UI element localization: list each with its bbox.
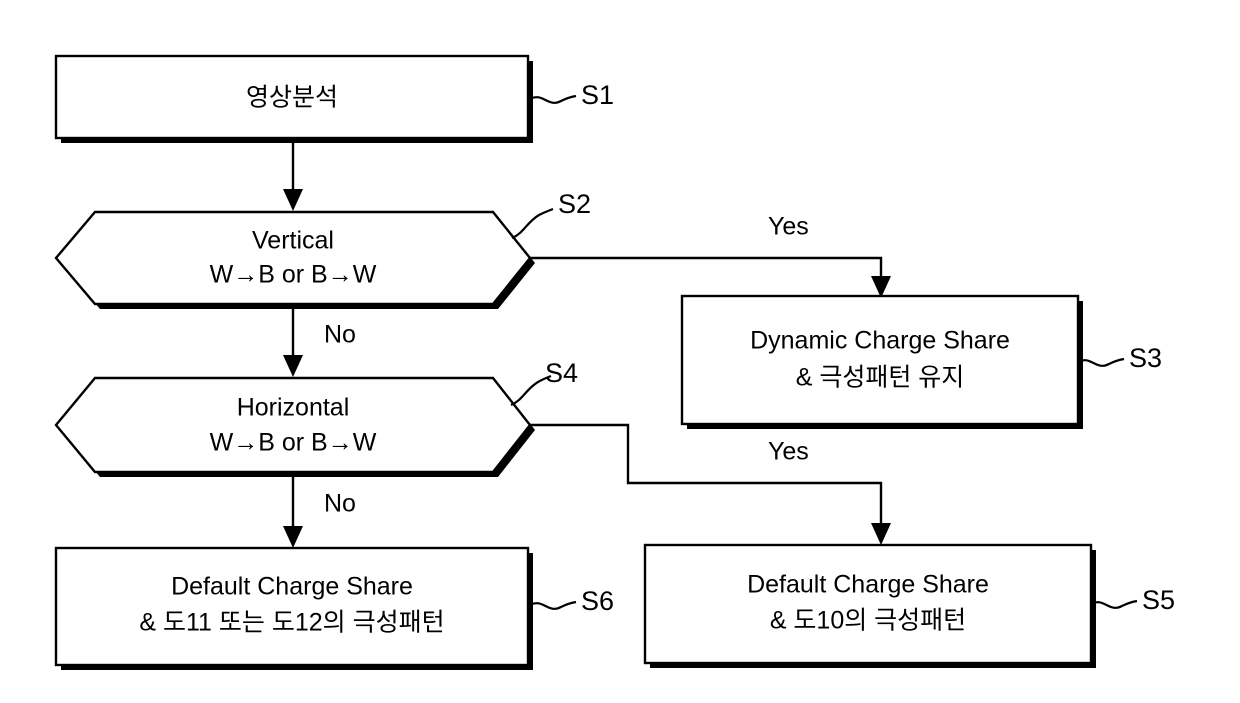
edge-s4-s6-label: No (324, 490, 356, 518)
ref-leader-s4: S4 (510, 358, 578, 407)
node-s4-label-line2: W→B or B→W (210, 429, 377, 457)
ref-leader-line-s3 (1077, 357, 1125, 367)
ref-label-s4: S4 (545, 358, 578, 388)
node-s2-hexagon (54, 210, 532, 306)
edge-s2-s3: Yes (530, 213, 891, 298)
ref-label-s6: S6 (581, 586, 614, 616)
node-s1-label-line1: 영상분석 (246, 84, 338, 112)
ref-leader-line-s6 (529, 600, 577, 610)
ref-leader-line-s1 (529, 94, 577, 104)
edge-s4-s5-arrowhead (871, 523, 891, 545)
ref-leader-s1: S1 (529, 80, 614, 110)
node-s6[interactable]: Default Charge Share & 도11 또는 도12의 극성패턴 (54, 546, 533, 670)
node-s3-box (680, 294, 1080, 426)
edge-s1-s2-arrowhead (283, 189, 303, 211)
ref-leader-s3: S3 (1077, 343, 1162, 373)
edge-s4-s6-arrowhead (283, 526, 303, 548)
node-s5-label-line2: & 도10의 극성패턴 (770, 607, 966, 635)
edge-s2-s3-arrowhead (871, 276, 891, 298)
edge-s2-s4: No (283, 304, 356, 377)
node-s2-label-line1: Vertical (252, 227, 334, 255)
edge-s1-s2 (283, 138, 303, 211)
edge-s2-s3-line (530, 256, 883, 283)
node-s2-label-line2: W→B or B→W (210, 261, 377, 289)
ref-label-s2: S2 (558, 189, 591, 219)
ref-leader-line-s4 (510, 374, 552, 407)
edge-s4-s5-label: Yes (768, 438, 809, 466)
ref-leader-line-s5 (1090, 599, 1138, 609)
edge-s4-s5: Yes (530, 423, 891, 545)
ref-leader-s6: S6 (529, 586, 614, 616)
node-s6-box (54, 546, 530, 667)
node-s3[interactable]: Dynamic Charge Share & 극성패턴 유지 (680, 294, 1083, 429)
node-s6-label-line2: & 도11 또는 도12의 극성패턴 (139, 609, 444, 637)
ref-label-s1: S1 (581, 80, 614, 110)
ref-label-s3: S3 (1129, 343, 1162, 373)
node-s2[interactable]: Vertical W→B or B→W (54, 210, 535, 309)
node-s6-label-line1: Default Charge Share (171, 573, 413, 601)
node-s3-label-line2: & 극성패턴 유지 (796, 364, 965, 392)
node-s3-label-line1: Dynamic Charge Share (750, 327, 1010, 355)
edge-s2-s4-label: No (324, 321, 356, 349)
ref-label-s5: S5 (1142, 585, 1175, 615)
node-s5-box (643, 543, 1093, 665)
node-s5[interactable]: Default Charge Share & 도10의 극성패턴 (643, 543, 1096, 668)
node-s4-hexagon (54, 376, 532, 474)
node-s4[interactable]: Horizontal W→B or B→W (54, 376, 535, 477)
node-s1[interactable]: 영상분석 (54, 54, 533, 143)
node-s5-label-line1: Default Charge Share (747, 571, 989, 599)
ref-leader-s5: S5 (1090, 585, 1175, 615)
node-s1-box (54, 54, 530, 140)
edge-s2-s4-arrowhead (283, 355, 303, 377)
ref-leader-s2: S2 (511, 189, 591, 240)
edge-s4-s5-line (530, 423, 883, 530)
edge-s2-s3-label: Yes (768, 213, 809, 241)
ref-leader-line-s2 (511, 207, 554, 240)
node-s4-label-line1: Horizontal (237, 394, 350, 422)
edge-s4-s6: No (283, 472, 356, 548)
